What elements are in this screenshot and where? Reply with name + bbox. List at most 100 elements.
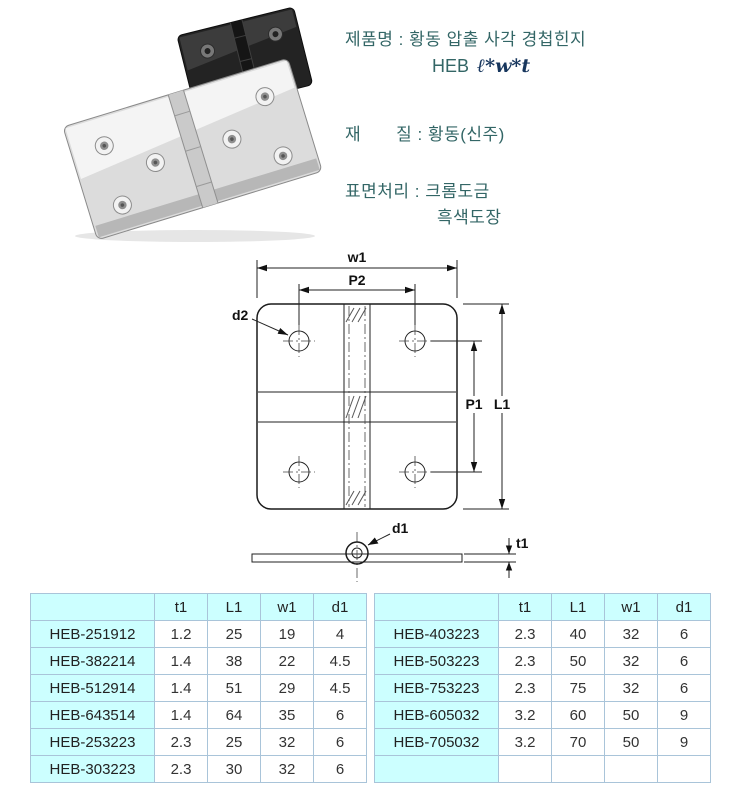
cell-w1: 32 <box>604 674 658 702</box>
cell-d1 <box>657 755 711 783</box>
cell-t1: 1.2 <box>154 620 208 648</box>
part-number-cell <box>374 755 499 783</box>
header-t1: t1 <box>154 593 208 621</box>
dim-label-d2: d2 <box>232 307 249 323</box>
header-t1: t1 <box>498 593 552 621</box>
cell-t1: 2.3 <box>498 674 552 702</box>
part-number-cell: HEB-705032 <box>374 728 499 756</box>
cell-w1: 35 <box>260 701 314 729</box>
table-row: HEB-503223 2.3 50 32 6 <box>374 647 711 675</box>
cell-L1: 60 <box>551 701 605 729</box>
cell-w1: 32 <box>260 728 314 756</box>
model-code: HEB <box>432 56 470 76</box>
cell-d1: 4.5 <box>313 647 367 675</box>
chrome-hinge <box>63 59 322 239</box>
cell-L1: 30 <box>207 755 261 783</box>
photo-shadow <box>75 230 315 242</box>
cell-t1: 3.2 <box>498 728 552 756</box>
cell-d1: 9 <box>657 701 711 729</box>
cell-L1: 25 <box>207 728 261 756</box>
table-row: HEB-753223 2.3 75 32 6 <box>374 674 711 702</box>
cell-L1: 64 <box>207 701 261 729</box>
cell-w1: 22 <box>260 647 314 675</box>
cell-d1: 6 <box>657 647 711 675</box>
header-d1: d1 <box>657 593 711 621</box>
cell-w1: 29 <box>260 674 314 702</box>
table-header-row: t1 L1 w1 d1 <box>30 593 367 621</box>
cell-w1: 32 <box>604 647 658 675</box>
cell-d1: 6 <box>657 674 711 702</box>
part-number-cell: HEB-753223 <box>374 674 499 702</box>
cell-t1: 2.3 <box>498 647 552 675</box>
cell-t1 <box>498 755 552 783</box>
table-row: HEB-303223 2.3 30 32 6 <box>30 755 367 783</box>
cell-w1: 32 <box>604 620 658 648</box>
header-blank <box>374 593 499 621</box>
dim-label-d1: d1 <box>392 520 409 536</box>
cell-L1: 75 <box>551 674 605 702</box>
cell-t1: 2.3 <box>154 728 208 756</box>
cell-d1: 9 <box>657 728 711 756</box>
cell-d1: 6 <box>657 620 711 648</box>
screw-hole <box>94 87 293 215</box>
cell-w1: 19 <box>260 620 314 648</box>
dim-d1: d1 <box>367 520 409 546</box>
header-w1: w1 <box>260 593 314 621</box>
part-number-cell: HEB-303223 <box>30 755 155 783</box>
finish-line-2: 흑색도장 <box>437 208 502 227</box>
cell-w1: 50 <box>604 728 658 756</box>
part-number-cell: HEB-253223 <box>30 728 155 756</box>
cell-L1: 50 <box>551 647 605 675</box>
cell-t1: 2.3 <box>154 755 208 783</box>
dim-label-w1: w1 <box>347 249 367 265</box>
cell-t1: 1.4 <box>154 647 208 675</box>
dim-label-p2: P2 <box>348 272 365 288</box>
cell-d1: 4.5 <box>313 674 367 702</box>
header-L1: L1 <box>207 593 261 621</box>
product-name-line: 제품명 : 황동 압출 사각 경첩힌지 <box>345 30 587 49</box>
spec-table-left: t1 L1 w1 d1 HEB-251912 1.2 25 19 4 HEB-3… <box>30 593 367 783</box>
cell-L1 <box>551 755 605 783</box>
dim-d2: d2 <box>232 307 289 336</box>
table-row: HEB-705032 3.2 70 50 9 <box>374 728 711 756</box>
dim-p2: P2 <box>298 272 416 325</box>
cell-t1: 2.3 <box>498 620 552 648</box>
header-blank <box>30 593 155 621</box>
part-number-cell: HEB-403223 <box>374 620 499 648</box>
cell-w1: 50 <box>604 701 658 729</box>
dim-t1: t1 <box>464 535 529 578</box>
dim-w1: w1 <box>256 249 458 298</box>
cell-t1: 3.2 <box>498 701 552 729</box>
finish-line: 표면처리 : 크롬도금 <box>345 182 490 201</box>
cell-w1 <box>604 755 658 783</box>
table-row-empty <box>374 755 711 783</box>
table-row: HEB-643514 1.4 64 35 6 <box>30 701 367 729</box>
cell-t1: 1.4 <box>154 674 208 702</box>
cell-L1: 40 <box>551 620 605 648</box>
cell-w1: 32 <box>260 755 314 783</box>
table-row: HEB-605032 3.2 60 50 9 <box>374 701 711 729</box>
table-row: HEB-253223 2.3 25 32 6 <box>30 728 367 756</box>
knuckle-strip <box>343 303 371 510</box>
header-d1: d1 <box>313 593 367 621</box>
material-line: 재 질 : 황동(신주) <box>345 125 505 144</box>
mounting-holes <box>283 325 431 488</box>
cell-d1: 6 <box>313 728 367 756</box>
cell-L1: 70 <box>551 728 605 756</box>
cell-d1: 6 <box>313 755 367 783</box>
table-row: HEB-251912 1.2 25 19 4 <box>30 620 367 648</box>
table-row: HEB-512914 1.4 51 29 4.5 <box>30 674 367 702</box>
dimension-drawing: w1 P2 d2 P1 <box>232 249 529 582</box>
cell-L1: 25 <box>207 620 261 648</box>
spec-table-right: t1 L1 w1 d1 HEB-403223 2.3 40 32 6 HEB-5… <box>374 593 711 783</box>
part-number-cell: HEB-512914 <box>30 674 155 702</box>
cell-d1: 4 <box>313 620 367 648</box>
model-formula: ℓ*w*t <box>477 55 531 77</box>
part-number-cell: HEB-643514 <box>30 701 155 729</box>
part-number-cell: HEB-382214 <box>30 647 155 675</box>
header-w1: w1 <box>604 593 658 621</box>
header-L1: L1 <box>551 593 605 621</box>
table-row: HEB-403223 2.3 40 32 6 <box>374 620 711 648</box>
cell-L1: 51 <box>207 674 261 702</box>
